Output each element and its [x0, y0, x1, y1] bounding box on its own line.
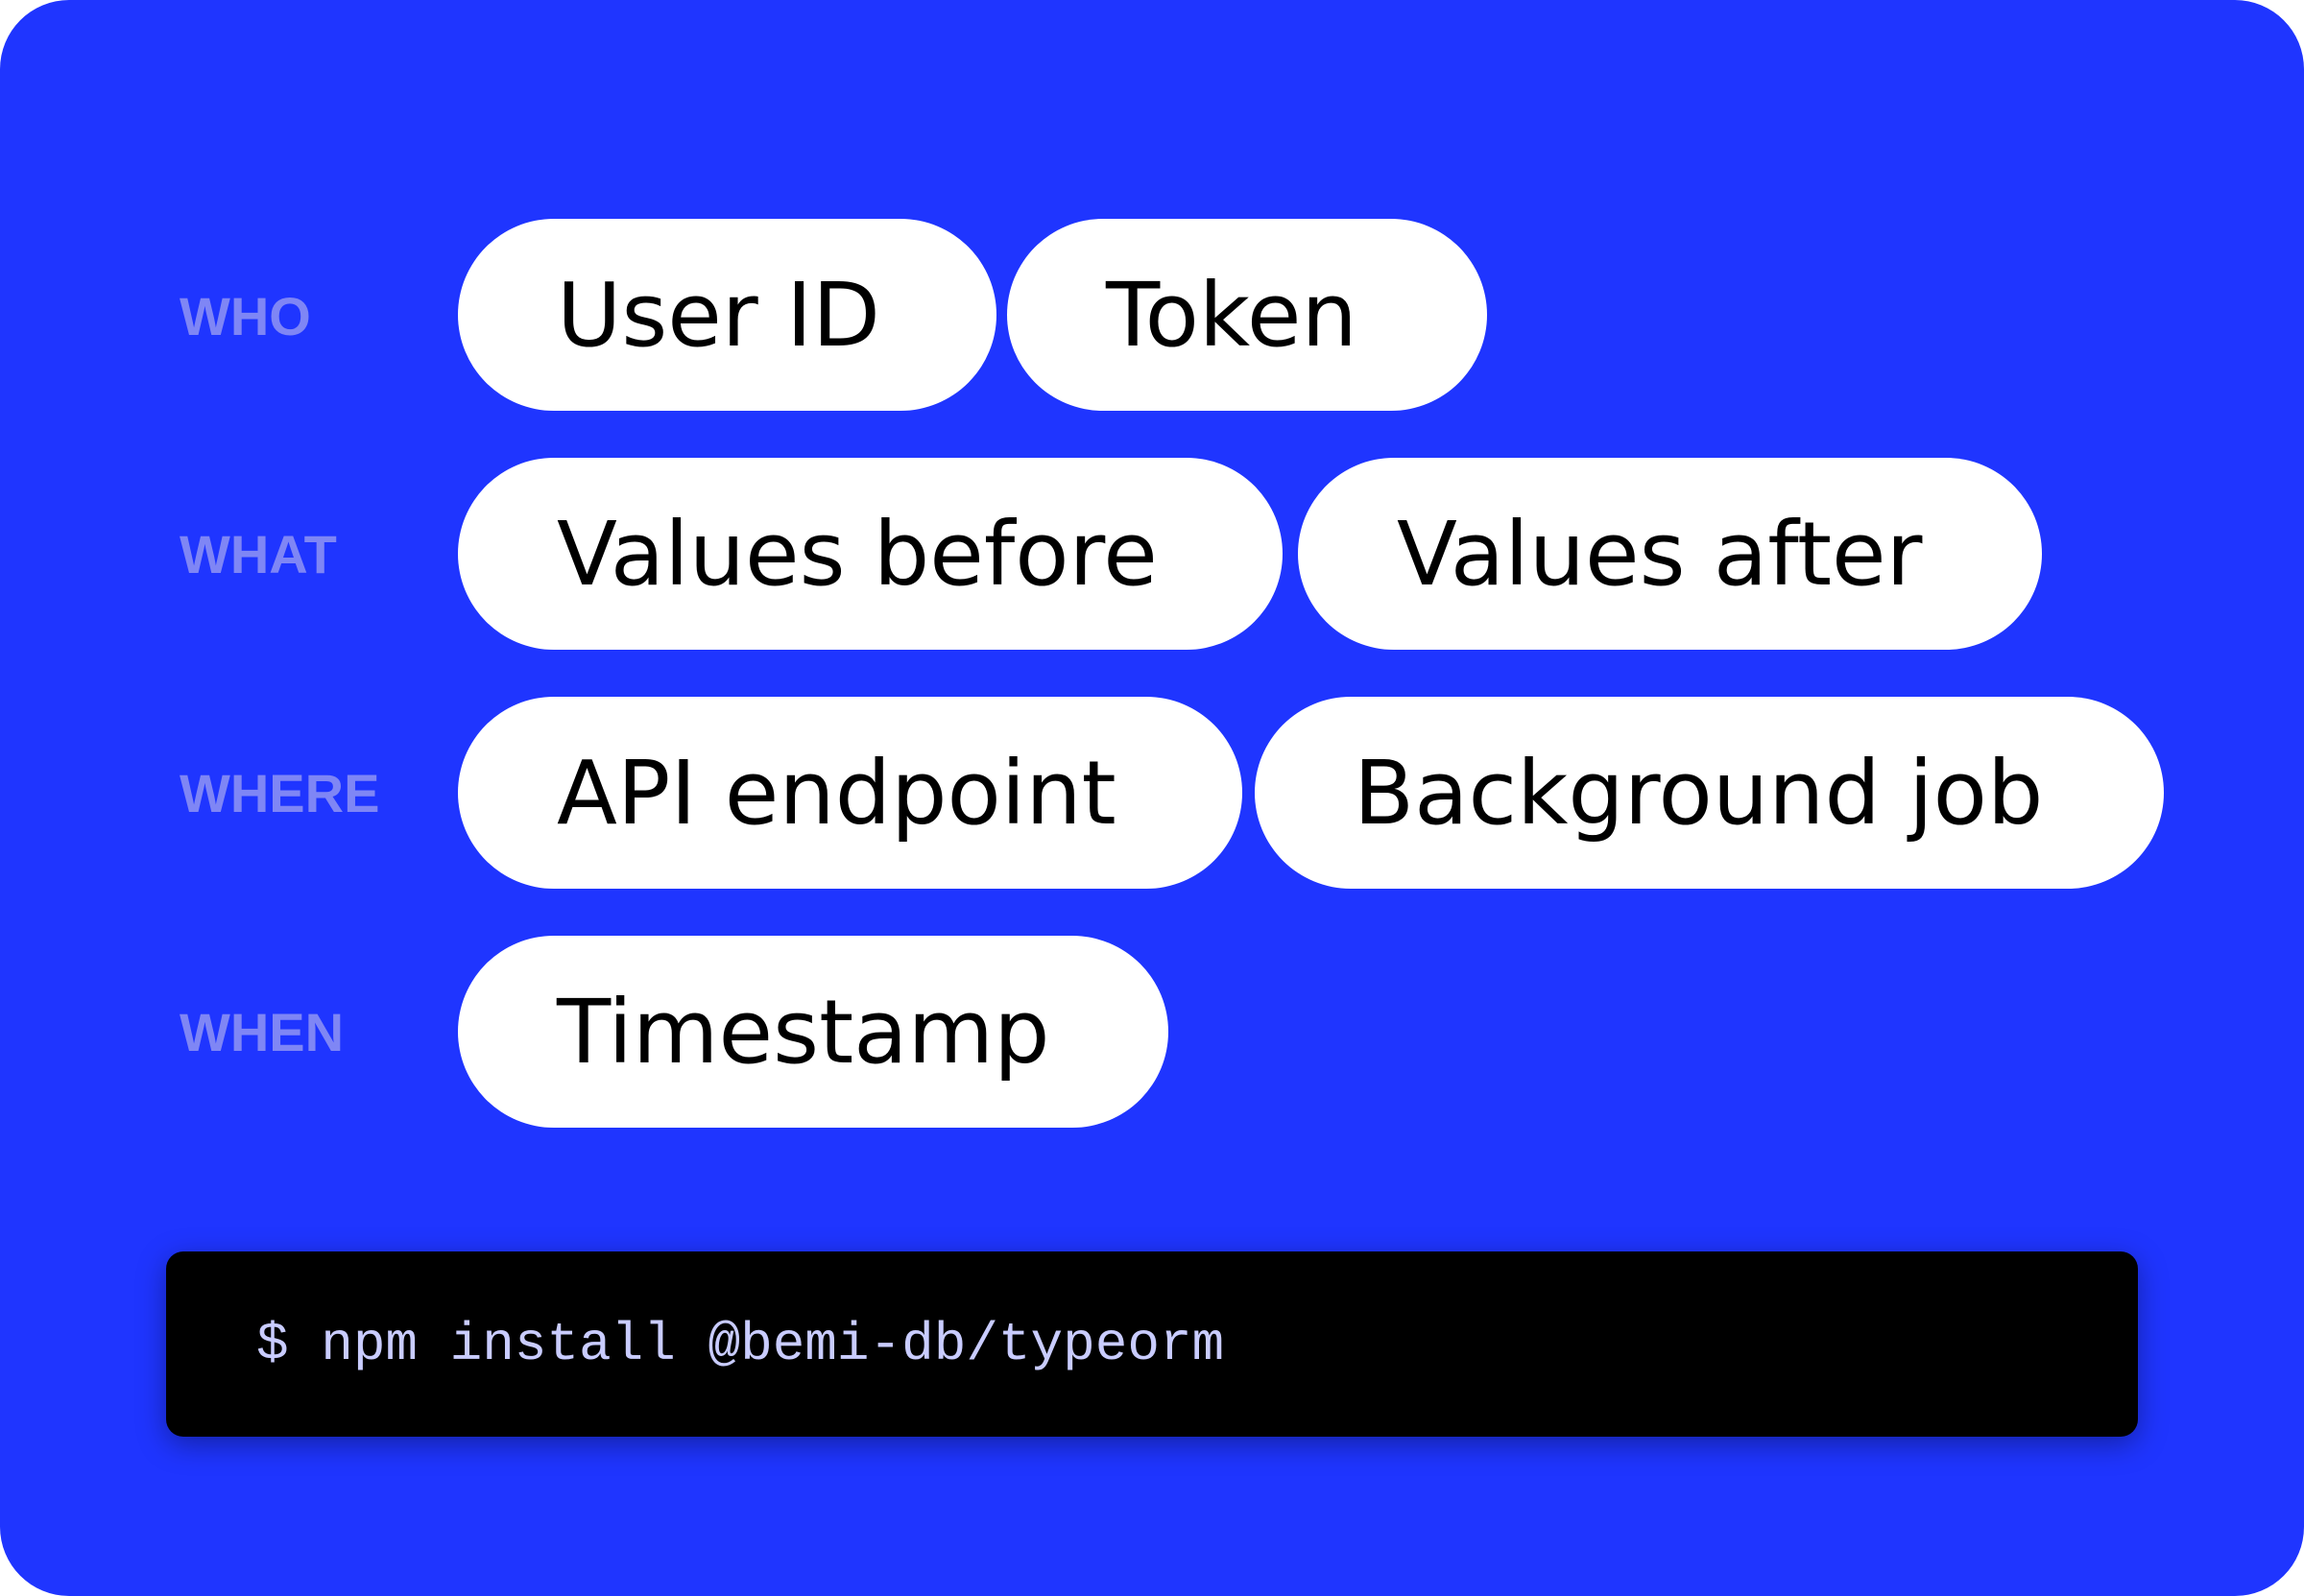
- terminal-command[interactable]: $ npm install @bemi-db/typeorm: [166, 1251, 2138, 1437]
- pill-values-before: Values before: [458, 458, 1283, 650]
- pill-values-after: Values after: [1298, 458, 2042, 650]
- terminal-command-text: $ npm install @bemi-db/typeorm: [256, 1313, 1225, 1375]
- row-label-what: WHAT: [180, 524, 337, 584]
- row-label-where: WHERE: [180, 763, 380, 823]
- pill-background-job: Background job: [1255, 697, 2164, 889]
- pill-user-id: User ID: [458, 219, 996, 411]
- pill-api-endpoint: API endpoint: [458, 697, 1242, 889]
- row-label-who: WHO: [180, 286, 311, 346]
- pill-token: Token: [1007, 219, 1487, 411]
- pill-timestamp: Timestamp: [458, 936, 1168, 1128]
- row-label-when: WHEN: [180, 1002, 345, 1062]
